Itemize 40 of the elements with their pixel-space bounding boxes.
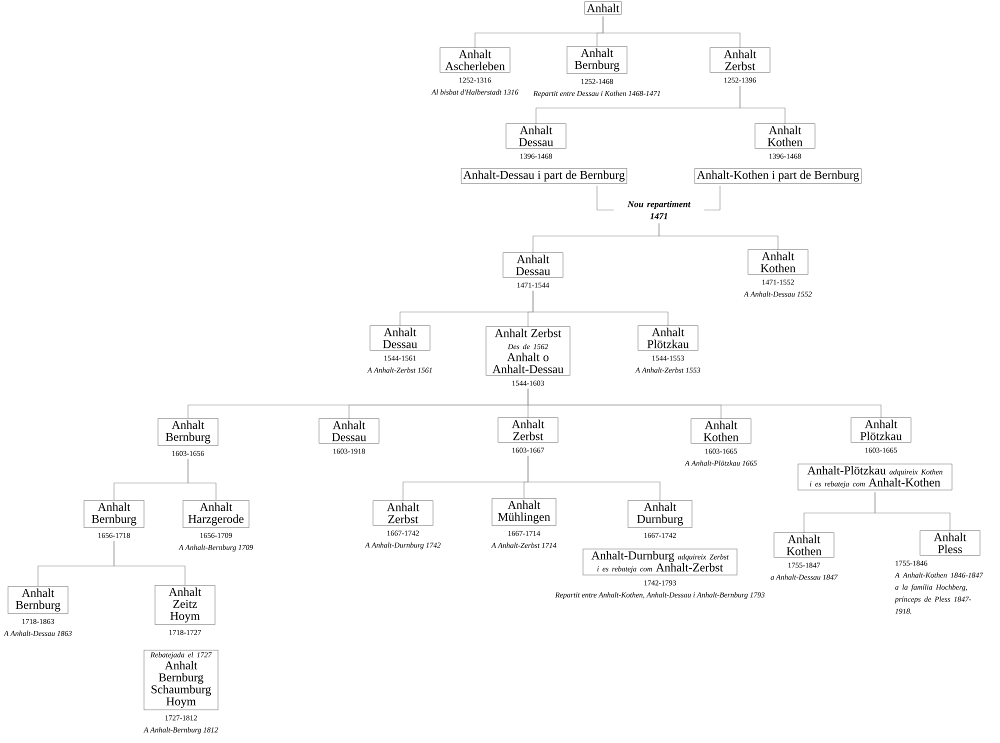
node-label: Anhalt-Durnburg [591,551,674,562]
tree-line [874,492,950,531]
tree-line [188,458,216,501]
name-box: Anhalt Dessau [502,252,564,278]
name-box: Anhalt Ascherleben [440,48,510,72]
name-box: Anhalt Dessau [318,418,380,444]
name-box: Anhalt Pless [920,530,980,556]
territory-box: Anhalt-Kothen i part de Bernburg [694,168,862,184]
name-box: Anhalt Plötzkau [638,326,698,350]
tree-line [602,16,740,48]
tree-line [740,86,786,124]
tree-line [528,456,660,501]
name-box: Anhalt Dessau [506,124,566,148]
merge-label: Nou repartiment 1471 [617,198,701,222]
name-box: Anhalt Kothen [748,250,808,274]
tree-line [704,185,720,210]
territory-box: Anhalt-Dessau i part de Bernburg [460,168,628,184]
name-box: Anhalt Bernburg [84,500,144,528]
name-box: Anhalt Plötzkau [850,418,912,442]
name-box: Anhalt Zerbst [498,418,558,442]
name-box: Anhalt Bernburg [158,418,218,446]
tree-line [596,185,614,210]
name-box: Anhalt Durnburg [628,500,692,528]
tree-line [658,223,778,250]
name-box: Anhalt Kothen [774,532,834,558]
name-box: Anhalt Bernburg [8,586,68,614]
name-box: Anhalt Dessau [370,326,430,350]
name-box: Anhalt Zerbst [710,48,770,72]
node-label: Anhalt-Zerbst [656,563,724,572]
name-box: Anhalt Kothen [690,418,752,444]
tree-line [114,540,186,586]
name-box: Anhalt Kothen [754,124,816,148]
name-box: Anhalt Zerbst [372,500,434,526]
name-box: Anhalt Harzgerode [182,500,250,528]
name-box: Anhalt [584,2,622,14]
name-box: Anhalt Bernburg [566,46,628,74]
tree-line [532,290,668,326]
name-box: Anhalt Mühlingen [492,498,556,526]
tree-line [528,388,882,418]
name-box: Anhalt Zeitz Hoym [154,585,216,625]
